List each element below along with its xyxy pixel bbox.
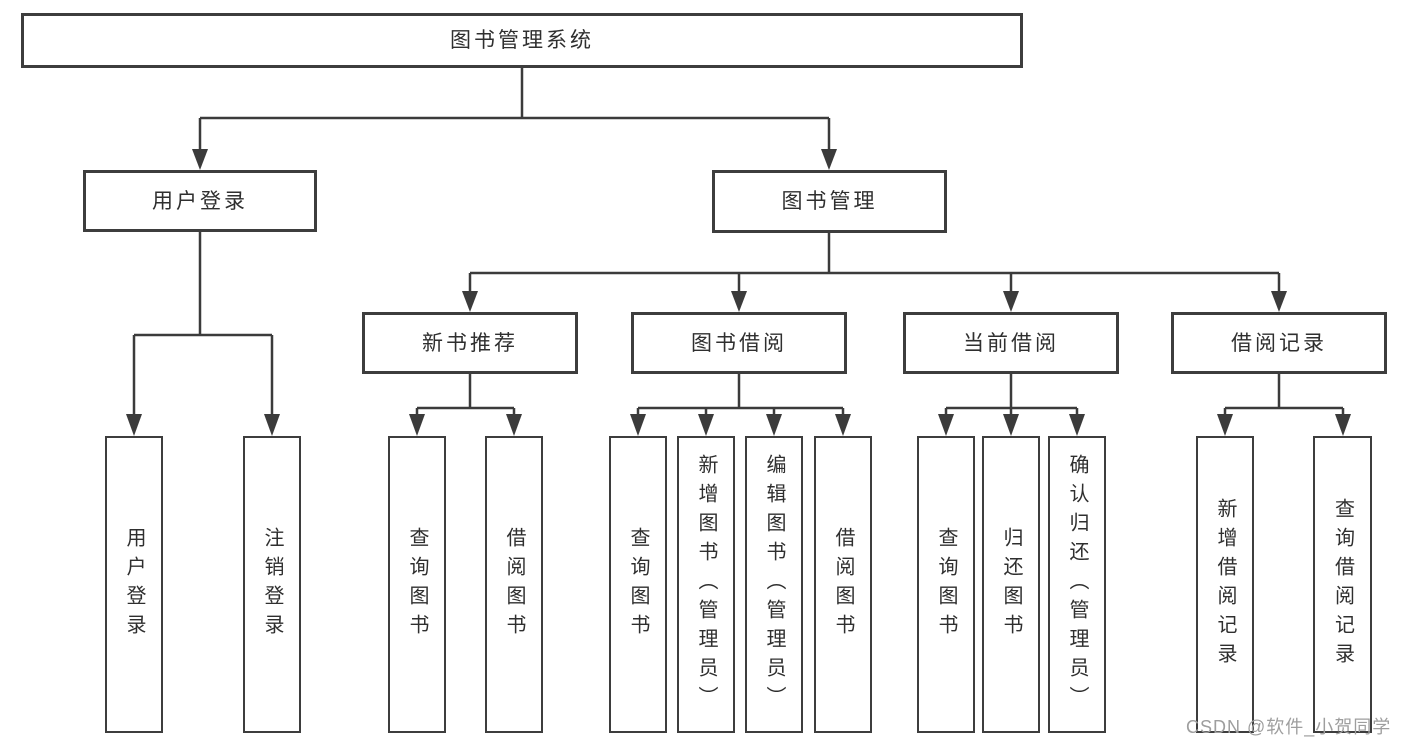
- leaf-query-books-borrow: 查询图书: [609, 436, 667, 733]
- leaf-user-login-label: 用户登录: [123, 526, 145, 643]
- leaf-borrow-books: 借阅图书: [814, 436, 872, 733]
- leaf-edit-books-admin: 编辑图书（管理员）: [745, 436, 803, 733]
- node-new-book-recommend: 新书推荐: [362, 312, 578, 374]
- leaf-query-books-current-label: 查询图书: [935, 526, 957, 643]
- node-book-management: 图书管理: [712, 170, 947, 233]
- leaf-logout: 注销登录: [243, 436, 301, 733]
- leaf-confirm-return-admin-label: 确认归还（管理员）: [1066, 454, 1088, 715]
- leaf-borrow-books-recommend: 借阅图书: [485, 436, 543, 733]
- leaf-edit-books-admin-label: 编辑图书（管理员）: [763, 454, 785, 715]
- leaf-user-login: 用户登录: [105, 436, 163, 733]
- leaf-confirm-return-admin: 确认归还（管理员）: [1048, 436, 1106, 733]
- node-root-label: 图书管理系统: [450, 29, 594, 52]
- leaf-add-borrow-record: 新增借阅记录: [1196, 436, 1254, 733]
- node-borrow-record: 借阅记录: [1171, 312, 1387, 374]
- node-user-login-label: 用户登录: [152, 189, 248, 213]
- leaf-query-books-recommend: 查询图书: [388, 436, 446, 733]
- arrowhead-icons: [126, 149, 1351, 436]
- leaf-add-borrow-record-label: 新增借阅记录: [1214, 497, 1236, 672]
- node-user-login: 用户登录: [83, 170, 317, 232]
- leaf-return-books: 归还图书: [982, 436, 1040, 733]
- leaf-query-books-recommend-label: 查询图书: [406, 526, 428, 643]
- leaf-logout-label: 注销登录: [261, 526, 283, 643]
- leaf-query-borrow-record: 查询借阅记录: [1313, 436, 1372, 733]
- leaf-query-books-current: 查询图书: [917, 436, 975, 733]
- node-book-borrow: 图书借阅: [631, 312, 847, 374]
- csdn-watermark: CSDN @软件_小贺同学: [1186, 717, 1392, 737]
- leaf-return-books-label: 归还图书: [1000, 526, 1022, 643]
- leaf-query-borrow-record-label: 查询借阅记录: [1331, 497, 1354, 672]
- node-book-management-label: 图书管理: [781, 190, 878, 213]
- node-current-borrow-label: 当前借阅: [963, 331, 1059, 355]
- node-current-borrow: 当前借阅: [903, 312, 1119, 374]
- leaf-add-books-admin-label: 新增图书（管理员）: [695, 454, 717, 715]
- leaf-query-books-borrow-label: 查询图书: [627, 526, 649, 643]
- node-book-borrow-label: 图书借阅: [691, 331, 787, 355]
- node-root-system: 图书管理系统: [21, 13, 1023, 68]
- leaf-add-books-admin: 新增图书（管理员）: [677, 436, 735, 733]
- leaf-borrow-books-recommend-label: 借阅图书: [503, 526, 525, 643]
- leaf-borrow-books-label: 借阅图书: [832, 526, 854, 643]
- node-borrow-record-label: 借阅记录: [1231, 331, 1327, 355]
- node-new-book-recommend-label: 新书推荐: [422, 331, 518, 355]
